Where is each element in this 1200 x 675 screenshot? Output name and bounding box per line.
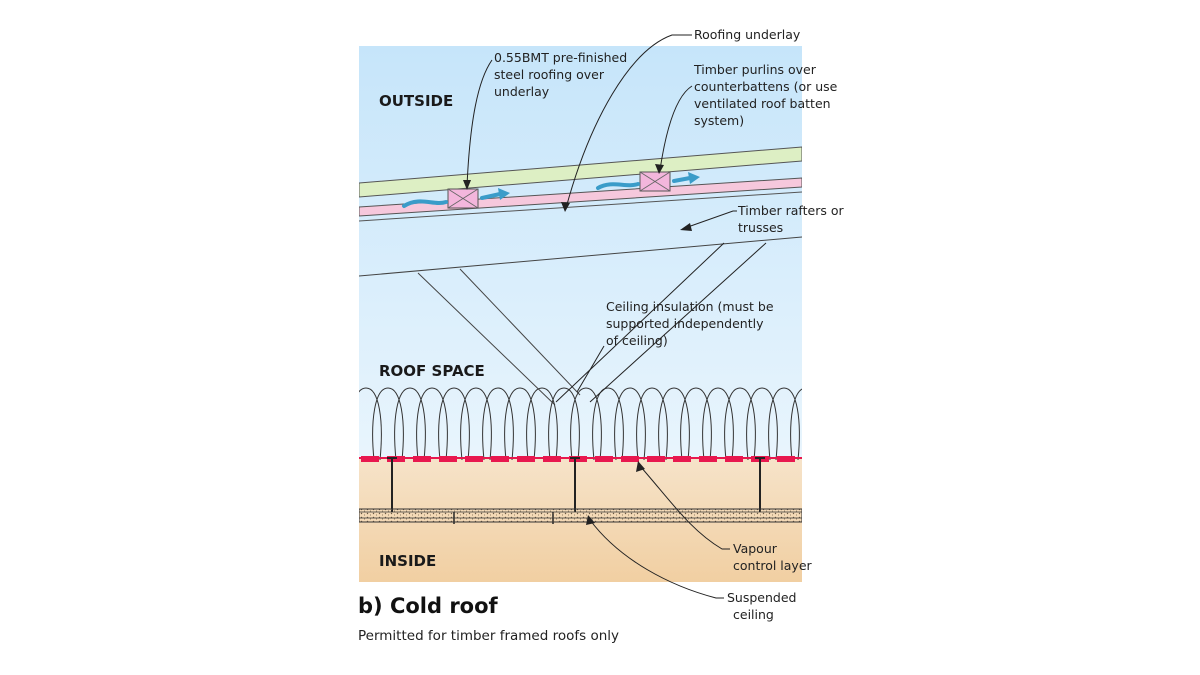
label-insulation: Ceiling insulation (must be supported in…	[606, 299, 778, 348]
vapour-layer-segment	[699, 456, 717, 462]
vapour-layer-segment	[465, 456, 483, 462]
vapour-layer-segment	[621, 456, 639, 462]
leader-vapour	[639, 465, 730, 550]
vapour-layer-segment	[413, 456, 431, 462]
vapour-layer-segment	[673, 456, 691, 462]
label-ceiling: Suspended ceiling	[727, 590, 800, 622]
insulation-loop	[636, 387, 668, 461]
leader-insulation-2	[589, 242, 767, 403]
vapour-layer-segment	[725, 456, 743, 462]
leader-insulation-3	[576, 345, 605, 393]
airflow-arrow	[596, 172, 700, 190]
truss-web	[417, 272, 556, 406]
label-steel-roofing: 0.55BMT pre-finished steel roofing over …	[494, 50, 631, 99]
vapour-layer-segment	[491, 456, 509, 462]
purlin-batten	[447, 188, 479, 209]
insulation-loop	[548, 387, 580, 461]
truss-web	[459, 268, 581, 396]
insulation-loop	[482, 387, 514, 461]
label-vapour: Vapour control layer	[733, 541, 813, 573]
insulation-loop	[416, 387, 448, 461]
insulation-loop	[658, 387, 690, 461]
vapour-layer-segment	[777, 456, 795, 462]
insulation-loop	[504, 387, 536, 461]
ceiling-insulation	[359, 387, 802, 461]
insulation-loop	[702, 387, 734, 461]
insulation-loop	[592, 387, 624, 461]
insulation-loop	[570, 387, 602, 461]
leader-insulation-1	[555, 242, 725, 403]
leader-steel-roofing	[466, 59, 493, 187]
diagram-frame	[359, 46, 821, 582]
insulation-loop	[526, 387, 558, 461]
caption-title: b) Cold roof	[358, 594, 498, 618]
vapour-layer-segment	[595, 456, 613, 462]
vapour-layer-segment	[543, 456, 561, 462]
vapour-layer-segment	[361, 456, 379, 462]
insulation-loop	[359, 387, 382, 461]
vapour-control-layer	[359, 456, 821, 462]
rafter-line	[359, 236, 802, 277]
zone-label-outside: OUTSIDE	[379, 92, 453, 110]
vapour-layer-segment	[803, 456, 821, 462]
vapour-layer-segment	[647, 456, 665, 462]
leader-ceiling	[589, 519, 724, 599]
insulation-loop	[746, 387, 778, 461]
ceiling-hangers	[387, 457, 765, 524]
insulation-loop	[614, 387, 646, 461]
suspended-ceiling	[359, 508, 802, 523]
label-rafters: Timber rafters or trusses	[737, 203, 848, 235]
label-roofing-underlay: Roofing underlay	[694, 27, 801, 42]
insulation-loop	[438, 387, 470, 461]
caption-subtitle: Permitted for timber framed roofs only	[358, 628, 619, 644]
leader-lines	[463, 34, 767, 599]
label-purlins: Timber purlins over counterbattens (or u…	[693, 62, 841, 128]
insulation-loop	[372, 387, 404, 461]
insulation-loop	[680, 387, 712, 461]
insulation-loop	[394, 387, 426, 461]
vapour-layer-segment	[517, 456, 535, 462]
leader-roofing-underlay	[565, 34, 692, 209]
steel-roof-sheet	[359, 146, 802, 198]
insulation-loop	[790, 388, 802, 461]
airflow-arrow	[402, 188, 510, 208]
zone-label-roof-space: ROOF SPACE	[379, 362, 485, 380]
insulation-loop	[724, 387, 756, 461]
purlin-batten	[639, 171, 671, 192]
vapour-layer-segment	[439, 456, 457, 462]
leader-purlins	[659, 85, 693, 171]
insulation-loop	[460, 387, 492, 461]
leader-rafters	[684, 210, 737, 229]
zone-label-inside: INSIDE	[379, 552, 436, 570]
insulation-loop	[768, 387, 800, 461]
